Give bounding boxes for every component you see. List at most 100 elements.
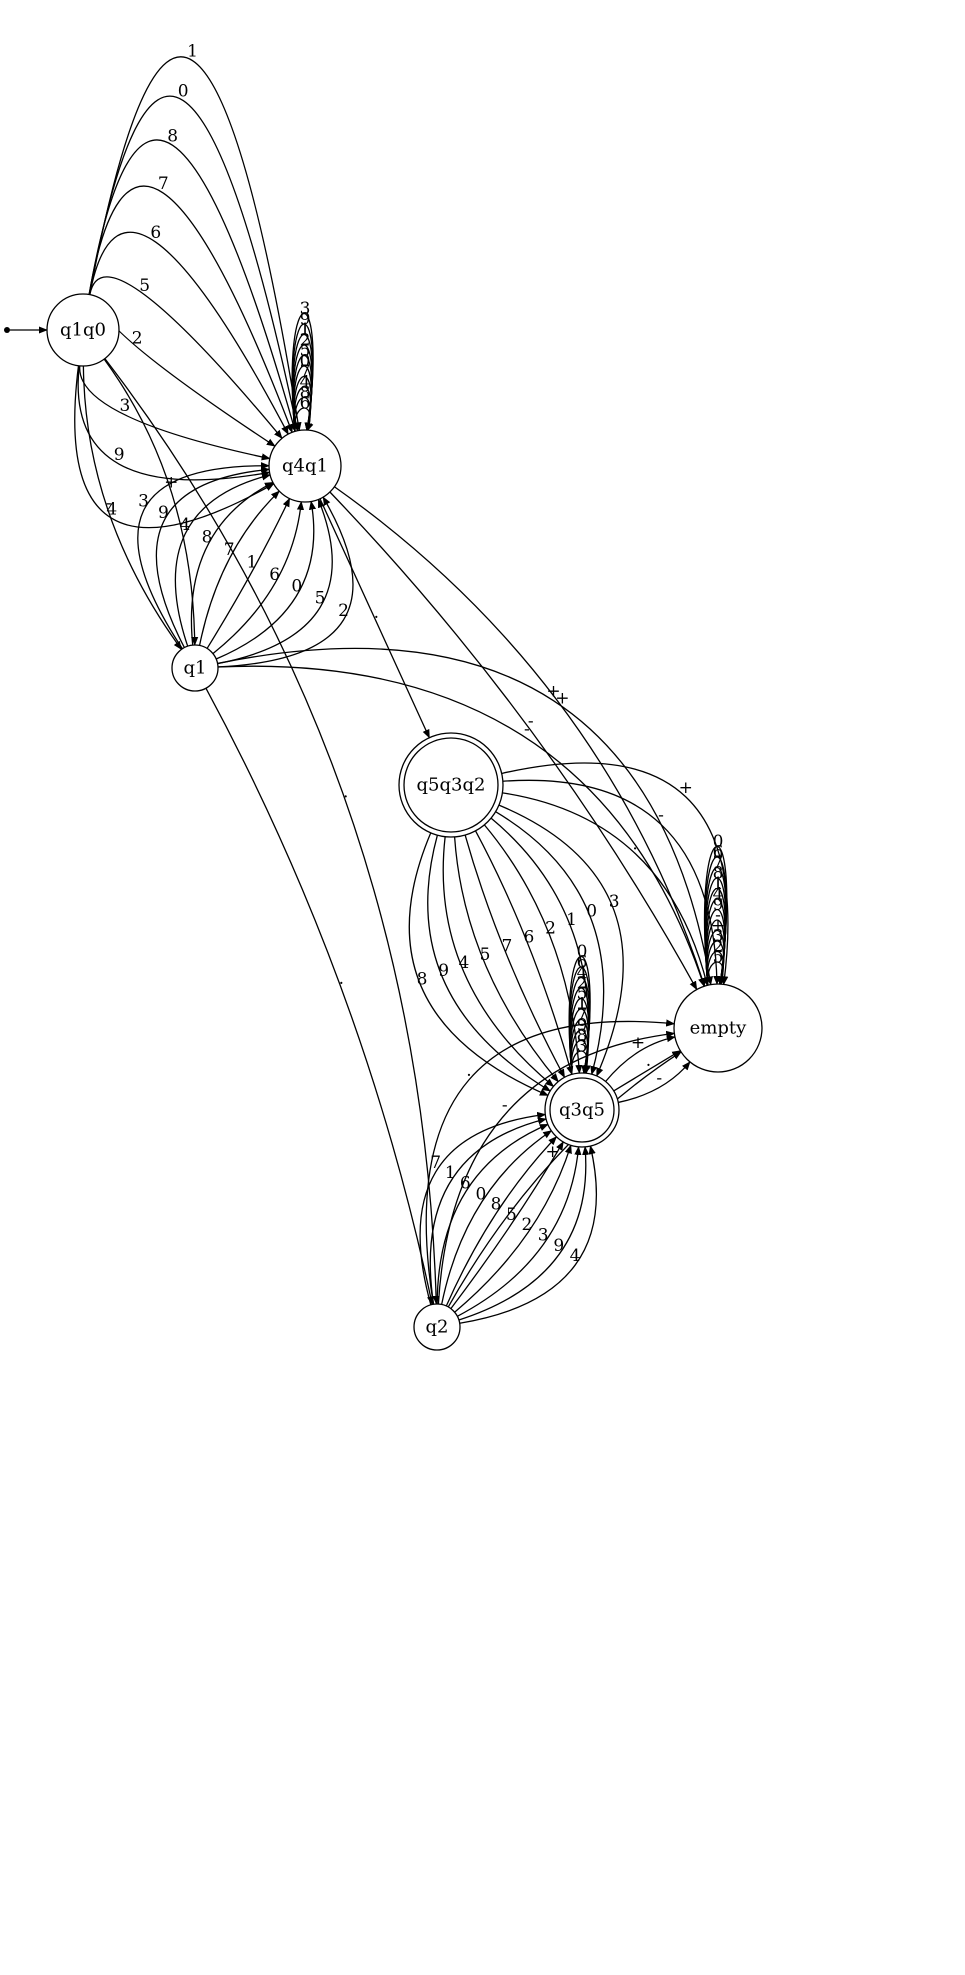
transition-label: 2 xyxy=(338,601,349,621)
transition-line xyxy=(474,830,574,1076)
transition-q3q5-empty-dot: . xyxy=(613,1050,682,1092)
transition-label: - xyxy=(528,711,534,731)
transition-q1q0-q4q1-4: 4 xyxy=(74,365,275,529)
transition-label: 9 xyxy=(438,961,449,981)
transition-label: 3 xyxy=(138,492,149,512)
transition-q5q3q2-q3q5-2: 2 xyxy=(483,824,583,1074)
transition-label: 8 xyxy=(202,528,213,548)
transition-q2-empty-dot: . xyxy=(425,1019,676,1305)
transition-label: 0 xyxy=(586,901,597,921)
transition-line xyxy=(190,481,274,646)
transition-line xyxy=(79,365,271,461)
transition-line xyxy=(436,1123,549,1305)
transition-q5q3q2-empty-dot: . xyxy=(502,792,709,987)
transition-label: 7 xyxy=(501,936,512,956)
state-circle xyxy=(673,983,763,1073)
transition-label: 9 xyxy=(577,1016,588,1036)
transition-label: . xyxy=(646,1051,651,1071)
transition-label: 4 xyxy=(300,373,311,393)
transition-q5q3q2-q3q5-6: 6 xyxy=(474,830,574,1076)
transition-line xyxy=(74,365,275,529)
transition-label: 8 xyxy=(300,383,311,403)
transition-label: - xyxy=(502,1096,508,1116)
state-circle xyxy=(171,644,219,692)
state-circle xyxy=(46,293,120,367)
transition-label: 4 xyxy=(180,515,191,535)
transition-line xyxy=(103,358,199,646)
transition-q5q3q2-q3q5-5: 5 xyxy=(453,836,559,1083)
transition-line xyxy=(217,665,706,988)
transition-line xyxy=(319,498,430,739)
transition-q1q0-q4q1-7: 7 xyxy=(88,174,293,434)
transition-label: 6 xyxy=(300,394,311,414)
transition-label: 5 xyxy=(300,341,311,361)
transition-q4q1-empty-minus: - xyxy=(329,491,698,991)
transition-line xyxy=(419,1111,547,1306)
transition-line xyxy=(104,358,440,1305)
transition-label: 6 xyxy=(577,953,588,973)
transition-line xyxy=(425,1019,676,1305)
transition-line xyxy=(88,185,293,434)
transition-line xyxy=(408,832,549,1097)
transition-q2-q3q5-7: 7 xyxy=(419,1111,547,1306)
transition-label: 4 xyxy=(713,885,724,905)
transition-label: 3 xyxy=(713,927,724,947)
state-q3q5: q3q5 xyxy=(544,1072,620,1148)
transition-q1q0-q4q1-3: 3 xyxy=(79,365,271,461)
state-label: q1q0 xyxy=(60,320,106,341)
transition-line xyxy=(502,779,721,985)
transition-q2-q3q5-0: 0 xyxy=(440,1130,553,1305)
transition-label: 5 xyxy=(139,276,150,296)
transition-line xyxy=(445,1136,558,1307)
transition-label: 0 xyxy=(178,82,189,102)
transition-q1q0-q4q1-2: 2 xyxy=(98,297,276,447)
transition-line xyxy=(618,1061,691,1104)
transition-label: + xyxy=(546,682,560,702)
transition-line xyxy=(215,500,317,660)
transition-label: 8 xyxy=(577,1026,588,1046)
transition-label: - xyxy=(524,719,530,739)
transition-q1-empty-minus: - xyxy=(217,665,706,988)
transition-q2-q3q5-6: 6 xyxy=(436,1123,549,1305)
state-q1q0: q1q0 xyxy=(46,293,120,367)
transition-label: 1 xyxy=(187,42,198,62)
transition-label: . xyxy=(339,969,344,989)
transition-label: 1 xyxy=(713,874,724,894)
transition-q4q1-q4q1-3: 3 xyxy=(291,299,314,434)
transition-line xyxy=(459,1145,598,1324)
transition-label: 7 xyxy=(224,540,235,560)
transition-q5q3q2-q3q5-0: 0 xyxy=(495,811,605,1076)
transition-q1-q4q1-7: 7 xyxy=(198,490,280,646)
transition-q2-empty-plus: + xyxy=(447,1051,682,1308)
transition-q1-q4q1-8: 8 xyxy=(190,481,274,646)
transition-q4q1-empty-plus: + xyxy=(334,486,706,987)
transition-label: 7 xyxy=(713,853,724,873)
transition-q1-q4q1-9: 9 xyxy=(155,466,271,648)
transition-line xyxy=(137,462,270,650)
transition-line xyxy=(174,473,271,647)
transition-label: 9 xyxy=(553,1236,564,1256)
transition-line xyxy=(501,762,729,986)
transition-label: 1 xyxy=(566,910,577,930)
transition-q1q0-q4q1-0: 0 xyxy=(88,82,300,432)
transition-label: 4 xyxy=(459,953,470,973)
state-label: q5q3q2 xyxy=(417,775,486,796)
transition-label: 8 xyxy=(491,1195,502,1215)
transition-label: 8 xyxy=(167,126,178,146)
transition-q1-q4q1-4: 4 xyxy=(174,473,271,647)
transition-label: 3 xyxy=(609,892,620,912)
state-empty: empty xyxy=(673,983,763,1073)
transition-q2-empty-minus: - xyxy=(437,1030,676,1305)
transition-line xyxy=(217,647,713,986)
transition-label: 7 xyxy=(430,1153,441,1173)
state-q1: q1 xyxy=(171,644,219,692)
transition-label: + xyxy=(679,778,693,798)
transition-label: - xyxy=(715,906,721,926)
transition-label: 9 xyxy=(158,503,169,523)
transition-label: 5 xyxy=(480,945,491,965)
transition-q3q5-q3q5-0: 0 xyxy=(568,942,591,1077)
state-q2: q2 xyxy=(413,1303,461,1351)
transition-q1-q4q1-2: 2 xyxy=(217,496,354,668)
transition-line xyxy=(82,365,182,651)
